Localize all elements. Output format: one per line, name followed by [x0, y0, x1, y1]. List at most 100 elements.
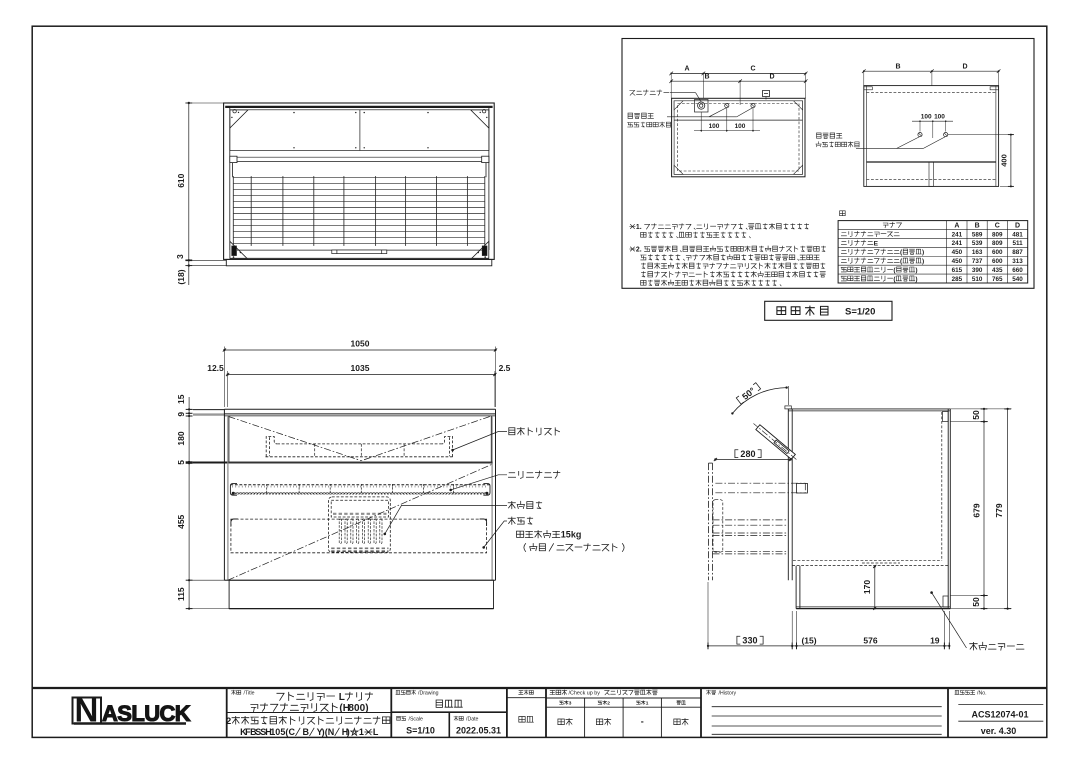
- svg-text:/History: /History: [719, 691, 737, 697]
- svg-text:(: (: [339, 703, 343, 714]
- svg-text:ACS12074-01: ACS12074-01: [971, 710, 1028, 720]
- svg-text:600: 600: [992, 258, 1003, 265]
- svg-text:510: 510: [972, 276, 983, 283]
- svg-text:H: H: [343, 703, 350, 714]
- svg-text:2022.05.31: 2022.05.31: [456, 726, 501, 736]
- svg-text:0: 0: [360, 703, 366, 714]
- svg-text:Y: Y: [317, 727, 323, 737]
- svg-text:/Date: /Date: [466, 717, 479, 723]
- svg-text:): ): [922, 249, 924, 256]
- svg-text:-: -: [641, 717, 644, 727]
- svg-text:390: 390: [972, 267, 983, 274]
- svg-text:g: g: [576, 530, 582, 540]
- svg-text:615: 615: [952, 267, 963, 274]
- svg-text:(: (: [325, 727, 328, 737]
- svg-text:5: 5: [740, 391, 750, 402]
- svg-text:/Drawing: /Drawing: [418, 691, 439, 697]
- svg-text:ASLUCK: ASLUCK: [102, 701, 191, 726]
- svg-text:1050: 1050: [351, 339, 370, 349]
- svg-text:313: 313: [1012, 258, 1023, 265]
- svg-text:.: .: [640, 224, 642, 231]
- svg-text:660: 660: [1012, 267, 1023, 274]
- svg-text:241: 241: [952, 240, 963, 247]
- svg-text:2: 2: [740, 449, 745, 459]
- svg-text:100: 100: [921, 114, 932, 121]
- svg-text:/Check up by: /Check up by: [569, 691, 601, 697]
- svg-text:1: 1: [359, 727, 364, 737]
- svg-text:0: 0: [354, 703, 360, 714]
- svg-text:3: 3: [748, 636, 753, 646]
- svg-text:0: 0: [751, 449, 756, 459]
- svg-text:809: 809: [992, 240, 1003, 247]
- svg-text:ver. 4.30: ver. 4.30: [981, 726, 1017, 736]
- svg-text:600: 600: [992, 249, 1003, 256]
- svg-text:679: 679: [971, 503, 981, 517]
- svg-text:887: 887: [1012, 249, 1023, 256]
- svg-text:C: C: [995, 222, 1000, 229]
- svg-text:): ): [915, 276, 917, 283]
- svg-text:9: 9: [176, 412, 186, 417]
- svg-text:285: 285: [952, 276, 963, 283]
- svg-text:5: 5: [176, 460, 186, 465]
- svg-text:450: 450: [952, 258, 963, 265]
- svg-text:100: 100: [934, 114, 945, 121]
- svg-text:B: B: [303, 727, 310, 737]
- svg-text:K: K: [240, 727, 247, 737]
- svg-text:H: H: [265, 727, 272, 737]
- svg-text:737: 737: [972, 258, 983, 265]
- svg-text:D: D: [1015, 222, 1020, 229]
- svg-text:A: A: [684, 66, 689, 73]
- svg-text:H: H: [342, 727, 349, 737]
- svg-text:C: C: [750, 66, 755, 73]
- svg-text:241: 241: [952, 231, 963, 238]
- svg-text:): ): [347, 727, 350, 737]
- svg-text:B: B: [250, 727, 257, 737]
- svg-text:5: 5: [280, 727, 285, 737]
- svg-text:50: 50: [971, 410, 981, 420]
- svg-text:(: (: [893, 267, 896, 274]
- svg-text:1: 1: [270, 727, 275, 737]
- svg-text:2: 2: [226, 715, 231, 726]
- svg-text:): ): [915, 267, 917, 274]
- svg-text:k: k: [571, 530, 577, 540]
- svg-text:/Title: /Title: [244, 691, 255, 697]
- svg-text:(: (: [900, 258, 903, 265]
- svg-text:S=1/10: S=1/10: [406, 726, 435, 736]
- svg-text:N: N: [328, 727, 335, 737]
- svg-text:481: 481: [1012, 231, 1023, 238]
- svg-text:C: C: [289, 727, 296, 737]
- svg-text:540: 540: [1012, 276, 1023, 283]
- svg-text:779: 779: [994, 503, 1004, 517]
- svg-text:(15): (15): [801, 635, 816, 645]
- svg-text:N: N: [75, 692, 99, 729]
- svg-text:L: L: [339, 692, 345, 703]
- svg-text:(: (: [285, 727, 288, 737]
- svg-text:L: L: [373, 727, 379, 737]
- svg-text:576: 576: [863, 635, 877, 645]
- svg-text:180: 180: [176, 431, 186, 445]
- svg-text:100: 100: [735, 123, 746, 130]
- svg-text:450: 450: [952, 249, 963, 256]
- svg-text:400: 400: [999, 154, 1008, 167]
- svg-text:1: 1: [646, 700, 649, 706]
- svg-text:): ): [322, 727, 325, 737]
- svg-text:0: 0: [753, 636, 758, 646]
- svg-text:(: (: [893, 276, 896, 283]
- svg-text:3: 3: [742, 636, 747, 646]
- svg-text:S=1/20: S=1/20: [845, 306, 875, 317]
- svg-text:19: 19: [930, 635, 940, 645]
- svg-text:/No.: /No.: [977, 691, 987, 697]
- svg-text:5: 5: [566, 530, 571, 540]
- svg-text:589: 589: [972, 231, 983, 238]
- svg-text:765: 765: [992, 276, 1003, 283]
- svg-text:2: 2: [607, 700, 610, 706]
- svg-text:B: B: [704, 74, 709, 81]
- svg-text:100: 100: [709, 123, 720, 130]
- svg-text:): ): [922, 258, 924, 265]
- svg-text:8: 8: [746, 449, 751, 459]
- svg-text:D: D: [769, 74, 774, 81]
- svg-text:2: 2: [636, 247, 640, 254]
- svg-text:15: 15: [176, 394, 186, 404]
- svg-text:50: 50: [971, 597, 981, 607]
- svg-text:(: (: [900, 249, 903, 256]
